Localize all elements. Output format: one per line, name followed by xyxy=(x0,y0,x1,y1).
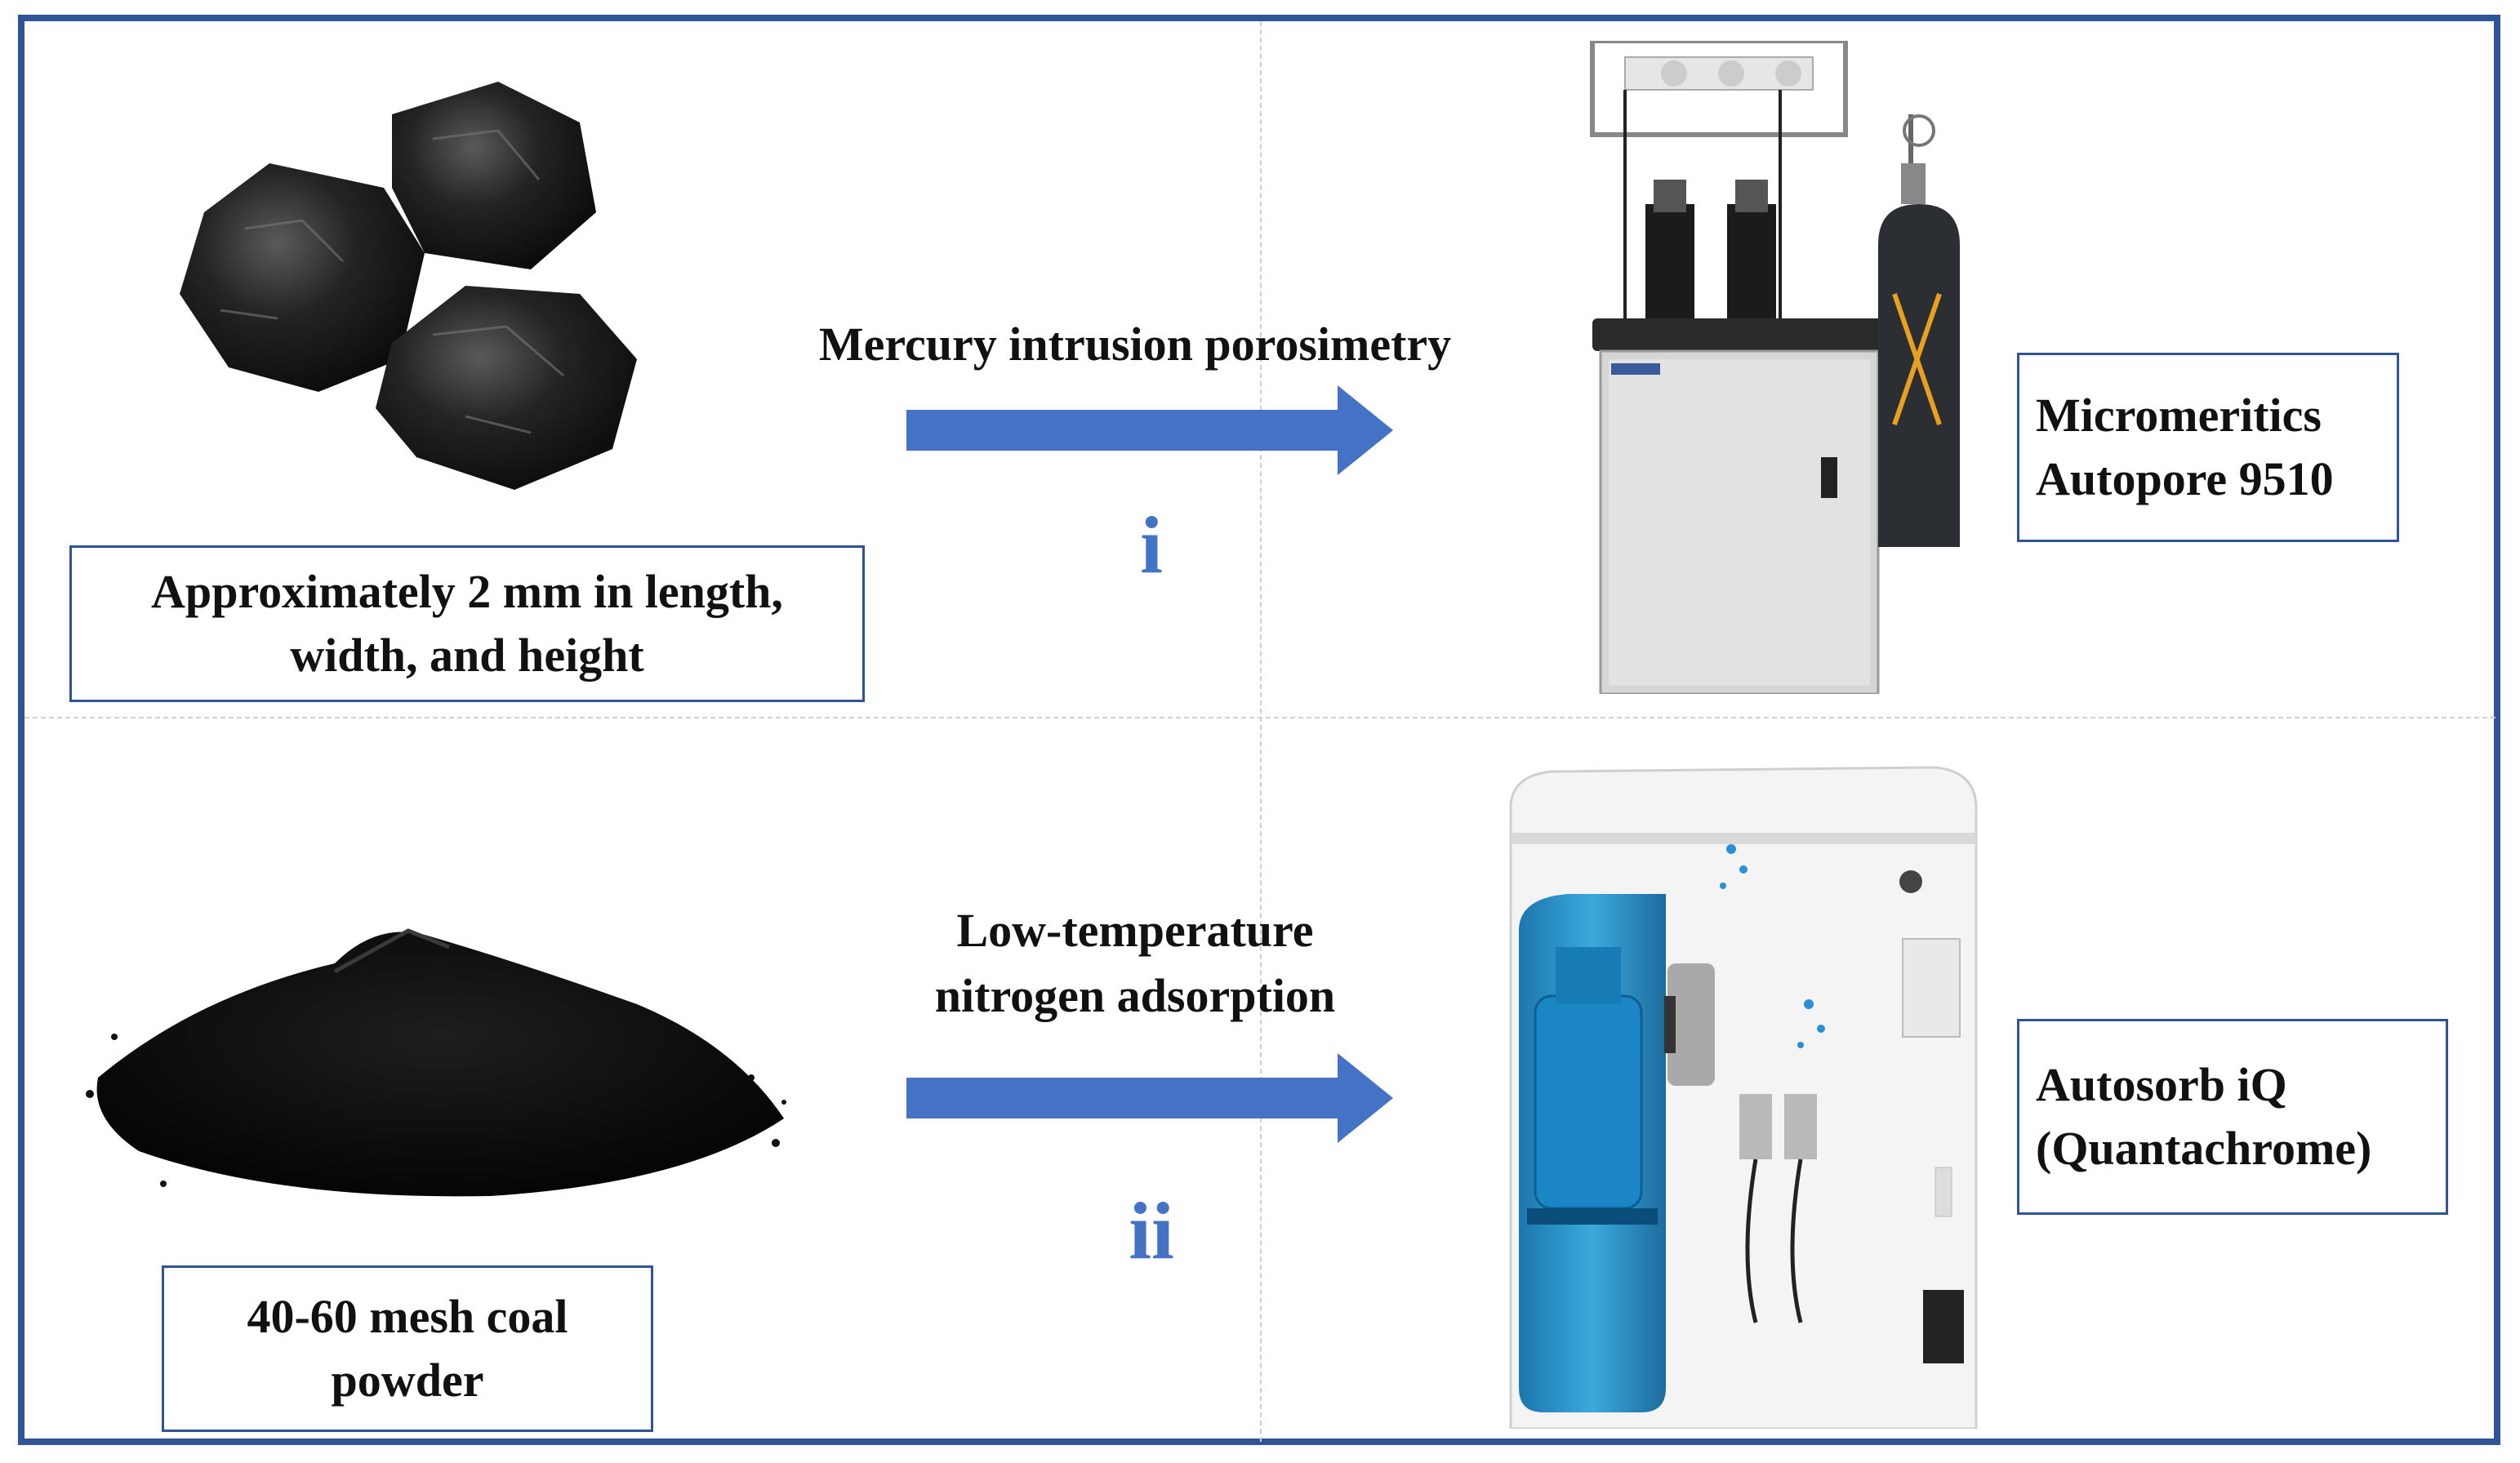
arrow-right-icon xyxy=(906,385,1393,475)
method-label-mercury: Mercury intrusion porosimetry xyxy=(818,318,1452,371)
sample-label-lumps-text: Approximately 2 mm in length, width, and… xyxy=(151,564,783,682)
coal-lumps-image xyxy=(180,82,637,490)
instrument-label-autosorb: Autosorb iQ (Quantachrome) xyxy=(2017,1019,2448,1215)
instrument-label-autopore-text: Micromeritics Autopore 9510 xyxy=(2036,388,2334,505)
instrument-label-autosorb-text: Autosorb iQ (Quantachrome) xyxy=(2036,1057,2372,1175)
sample-label-powder-text: 40-60 mesh coal powder xyxy=(247,1289,568,1407)
step-numeral-ii: ii xyxy=(1129,1185,1174,1276)
vertical-divider xyxy=(1260,21,1262,1442)
diagram-frame xyxy=(18,15,2500,1445)
instrument-label-autopore: Micromeritics Autopore 9510 xyxy=(2017,353,2399,542)
coal-powder-image xyxy=(86,928,786,1197)
method-label-nitrogen: Low-temperature nitrogen adsorption xyxy=(934,904,1336,1023)
step-numeral-i: i xyxy=(1140,500,1163,590)
sample-label-powder: 40-60 mesh coal powder xyxy=(162,1265,653,1432)
porosimeter-image xyxy=(1590,41,1882,694)
sample-label-lumps: Approximately 2 mm in length, width, and… xyxy=(69,545,865,702)
gas-cylinder-image xyxy=(1878,114,1960,547)
sorption-analyzer-image xyxy=(1509,766,1978,1429)
arrow-right-icon xyxy=(906,1053,1393,1143)
